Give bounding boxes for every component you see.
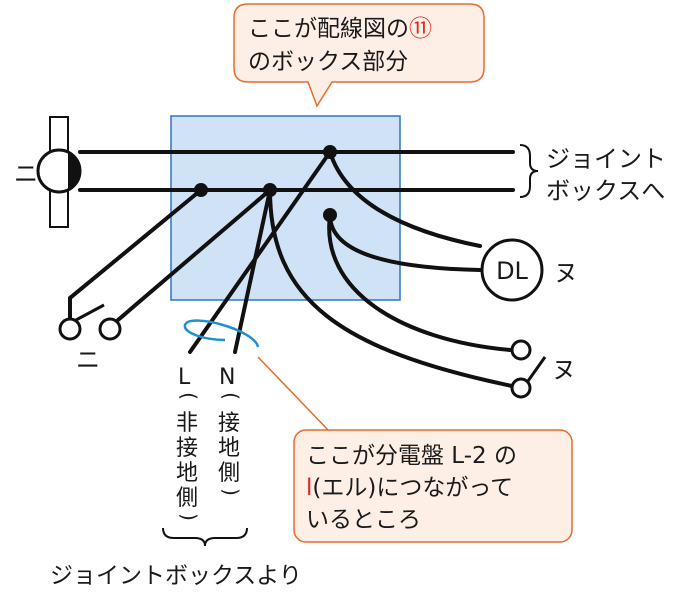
- svg-text:非: 非: [176, 411, 198, 436]
- svg-text:側: 側: [218, 461, 240, 486]
- svg-text:地: 地: [218, 436, 240, 461]
- svg-text:(: (: [177, 392, 201, 400]
- switch-right-symbol: [510, 339, 547, 399]
- wire-l-note: ( 非 接 地 側 ): [176, 392, 201, 521]
- switch-left-label: ニ: [76, 346, 100, 374]
- downlight-symbol: [480, 238, 544, 302]
- wire-n-label: N: [219, 365, 235, 390]
- callout-top-mark: ⑪: [409, 16, 432, 42]
- callout-top-line1: ここが配線図の: [248, 16, 409, 42]
- junction-dot: [263, 183, 277, 197]
- dl-text: DL: [496, 257, 528, 285]
- joint-right-line1: ジョイント: [546, 145, 666, 173]
- callout-bottom-line1: ここが分電盤 L-2 の: [306, 443, 517, 469]
- brace-bottom: [162, 527, 248, 547]
- svg-text:): ): [219, 488, 243, 496]
- callout-bottom-mark: l: [306, 475, 312, 501]
- wire-n: [233, 188, 272, 354]
- wire-top-to-dl: [328, 150, 482, 248]
- callout-top-line2: のボックス部分: [248, 49, 408, 75]
- svg-text:): ): [177, 513, 201, 521]
- svg-text:(: (: [219, 392, 243, 400]
- svg-text:l(エル)につながって: l(エル)につながって: [306, 475, 513, 501]
- lamp-receptacle-symbol: [36, 116, 82, 228]
- svg-text:接: 接: [176, 436, 198, 461]
- bundle-mark: [183, 319, 260, 348]
- lamp-label: ニ: [14, 160, 38, 188]
- dl-label: ヌ: [554, 259, 578, 287]
- wire-n-note: ( 接 地 側 ): [218, 392, 243, 496]
- wire-l: [188, 150, 332, 354]
- svg-text:側: 側: [176, 486, 198, 511]
- wire-to-switch-upper: [327, 213, 512, 352]
- svg-text:ここが配線図の⑪: ここが配線図の⑪: [248, 16, 432, 42]
- wire-dl-lower: [328, 213, 482, 272]
- wire-n-to-switch: [268, 188, 514, 388]
- callout-bottom: ここが分電盤 L-2 の l(エル)につながって いるところ: [257, 356, 573, 543]
- joint-bottom-label: ジョイントボックスより: [50, 563, 302, 589]
- wire-switch-left-b: [116, 188, 272, 322]
- callout-top: ここが配線図の⑪ のボックス部分: [233, 3, 485, 108]
- wire-switch-left-a: [68, 188, 203, 320]
- joint-right-line2: ボックスへ: [546, 177, 665, 205]
- svg-text:接: 接: [218, 411, 240, 436]
- svg-text:地: 地: [176, 461, 198, 486]
- callout-bottom-line2: (エル)につながって: [312, 475, 513, 501]
- callout-bottom-line3: いるところ: [306, 507, 421, 533]
- brace-right: [519, 144, 539, 198]
- switch-right-label: ヌ: [552, 356, 576, 384]
- wire-l-label: L: [178, 365, 191, 390]
- junction-dot: [323, 208, 337, 222]
- junction-dot: [323, 145, 337, 159]
- switch-left-symbol: [58, 303, 122, 341]
- junction-box: [170, 115, 401, 301]
- junction-dot: [194, 183, 208, 197]
